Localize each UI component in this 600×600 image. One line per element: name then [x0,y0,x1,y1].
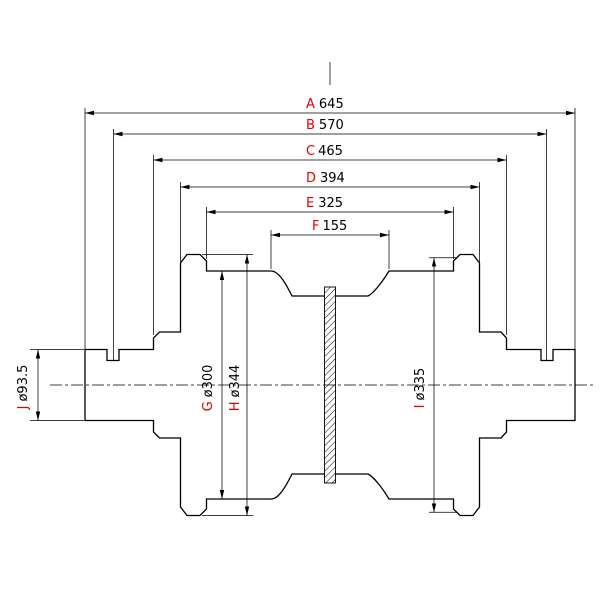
dimension-value: ø93.5 [16,365,31,402]
dimension-letter: I [413,404,428,408]
dimension-label: Hø344 [228,365,243,412]
dimension-A-group: A 645 [84,97,576,349]
dimension-label: E 325 [306,196,343,211]
dimension-value: ø300 [201,365,216,398]
dimension-J-group: Jø93.5 [16,349,84,421]
dimension-letter: B [306,118,315,133]
dimension-letter: J [16,406,31,411]
dimension-value: 394 [320,171,345,186]
dimension-letter: D [306,171,316,186]
dimension-label: A 645 [306,97,344,112]
dimension-value: 325 [318,196,343,211]
dimension-value: ø344 [228,365,243,398]
dimension-letter: A [306,97,315,112]
dimension-value: 570 [319,118,344,133]
dimension-G-group: Gø300 [201,271,225,499]
dimension-label: D 394 [306,171,345,186]
dimension-B-group: B 570 [113,118,547,360]
dimension-label: Jø93.5 [16,365,31,411]
dimension-label: B 570 [306,118,344,133]
dimension-value: 465 [318,144,343,159]
dimension-letter: C [306,144,315,159]
dimension-D-group: D 394 [180,171,480,262]
dimension-I-group: Iø335 [413,257,457,513]
dimension-E-group: E 325 [206,196,454,259]
dimension-letter: F [312,219,319,234]
dimension-letter: H [228,402,243,412]
dimension-value: ø335 [413,368,428,401]
dimension-letter: G [201,401,216,411]
dimension-letter: E [306,196,314,211]
dimension-H-group: Hø344 [202,254,253,516]
dimension-label: Iø335 [413,368,428,409]
dimension-value: 645 [319,97,344,112]
dimension-value: 155 [322,219,347,234]
dimension-label: Gø300 [201,365,216,412]
